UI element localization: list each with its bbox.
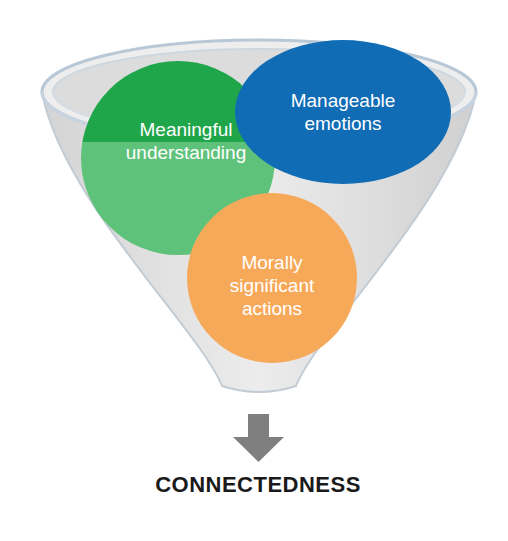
node-text-group: Morally significant actions <box>217 251 327 320</box>
node-shape <box>187 193 357 363</box>
orange-circle: Morally significant actions <box>187 193 357 363</box>
node-label: Manageable emotions <box>278 89 408 135</box>
node-shape <box>235 40 451 184</box>
node-text-group: Manageable emotions <box>278 89 408 135</box>
node-outline <box>235 40 451 184</box>
arrow-shaft <box>248 414 269 438</box>
arrow-head <box>233 437 284 462</box>
node-label: Morally significant actions <box>217 251 327 320</box>
outcome-label: CONNECTEDNESS <box>155 472 361 498</box>
blue-ellipse: Manageable emotions <box>235 40 451 184</box>
rim-front-edge <box>42 92 476 144</box>
rim-inner-edge <box>53 92 465 135</box>
